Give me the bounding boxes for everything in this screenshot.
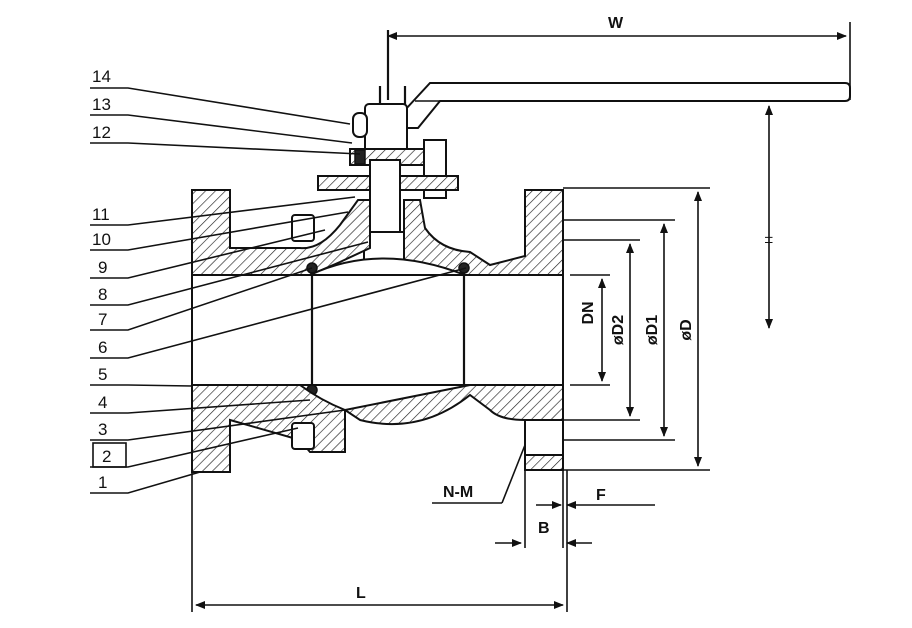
part-number-labels: 14 13 12 11 10 9 8 7 6 5 4 3 2 1	[92, 67, 111, 492]
part-label-11: 11	[92, 205, 110, 224]
dim-label-h: H	[762, 236, 774, 244]
part-label-2: 2	[102, 447, 111, 466]
part-label-14: 14	[92, 67, 111, 86]
part-label-7: 7	[98, 310, 107, 329]
dim-label-d: øD	[678, 319, 695, 340]
part-label-4: 4	[98, 393, 107, 412]
dim-label-w: W	[608, 15, 624, 32]
dimension-labels: W H L B F N-M DN øD2 øD1 øD	[356, 15, 774, 602]
dim-label-b: B	[538, 520, 550, 537]
dim-label-d2: øD2	[610, 315, 627, 345]
handle	[378, 30, 851, 129]
part-label-10: 10	[92, 230, 111, 249]
valve-body	[191, 189, 564, 473]
part-label-1: 1	[98, 473, 107, 492]
part-label-9: 9	[98, 258, 107, 277]
dim-label-d1: øD1	[644, 315, 661, 345]
part-leaders	[90, 87, 467, 494]
dim-label-dn: DN	[580, 301, 597, 324]
part-label-6: 6	[98, 338, 107, 357]
dim-label-l: L	[356, 585, 366, 602]
part-label-8: 8	[98, 285, 107, 304]
dimension-lines	[191, 22, 851, 612]
part-label-13: 13	[92, 95, 111, 114]
part-label-12: 12	[92, 123, 111, 142]
part-label-3: 3	[98, 420, 107, 439]
dim-label-f: F	[596, 487, 606, 504]
dim-label-nm: N-M	[443, 484, 473, 501]
part-label-5: 5	[98, 365, 107, 384]
